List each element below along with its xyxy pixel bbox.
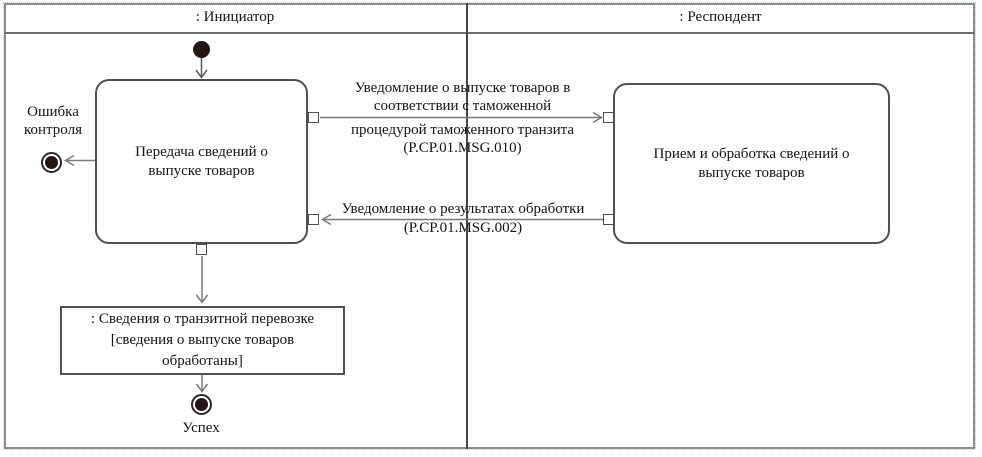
- lane-header-initiator: : Инициатор: [195, 9, 275, 25]
- pin-result-in-icon: [308, 214, 319, 225]
- pin-result-out-icon: [603, 214, 614, 225]
- activity-receive-process-info: Прием и обработка сведений о выпуске тов…: [613, 83, 890, 244]
- pin-release-out-icon: [308, 112, 319, 123]
- initial-node-icon: [193, 41, 210, 58]
- activity-transfer-release-info: Передача сведений о выпуске товаров: [95, 79, 308, 244]
- message-result-label-bottom: (P.CP.01.MSG.002): [403, 220, 523, 236]
- message-release-label-bottom: процедурой таможенного транзита (P.CP.01…: [350, 122, 575, 156]
- success-terminal-label: Успех: [182, 420, 220, 436]
- swimlane-header-band: [4, 3, 975, 34]
- diagram-frame: [3, 2, 976, 450]
- object-node-label: : Сведения о транзитной перевозке [сведе…: [90, 311, 315, 369]
- error-terminal-label: Ошибка контроля: [24, 104, 82, 138]
- lane-divider: [466, 3, 468, 449]
- pin-release-in-icon: [603, 112, 614, 123]
- object-node-transit-info: : Сведения о транзитной перевозке [сведе…: [60, 306, 345, 375]
- message-release-label-top: Уведомление о выпуске товаров в соответс…: [354, 80, 571, 114]
- message-result-label-top: Уведомление о результатах обработки: [341, 201, 585, 217]
- final-node-success-icon: [191, 394, 212, 415]
- activity-receive-label: Прием и обработка сведений о выпуске тов…: [653, 145, 850, 181]
- final-node-error-icon: [41, 152, 62, 173]
- activity-transfer-label: Передача сведений о выпуске товаров: [135, 143, 268, 179]
- lane-header-respondent: : Респондент: [679, 9, 762, 25]
- pin-object-out-icon: [196, 244, 207, 255]
